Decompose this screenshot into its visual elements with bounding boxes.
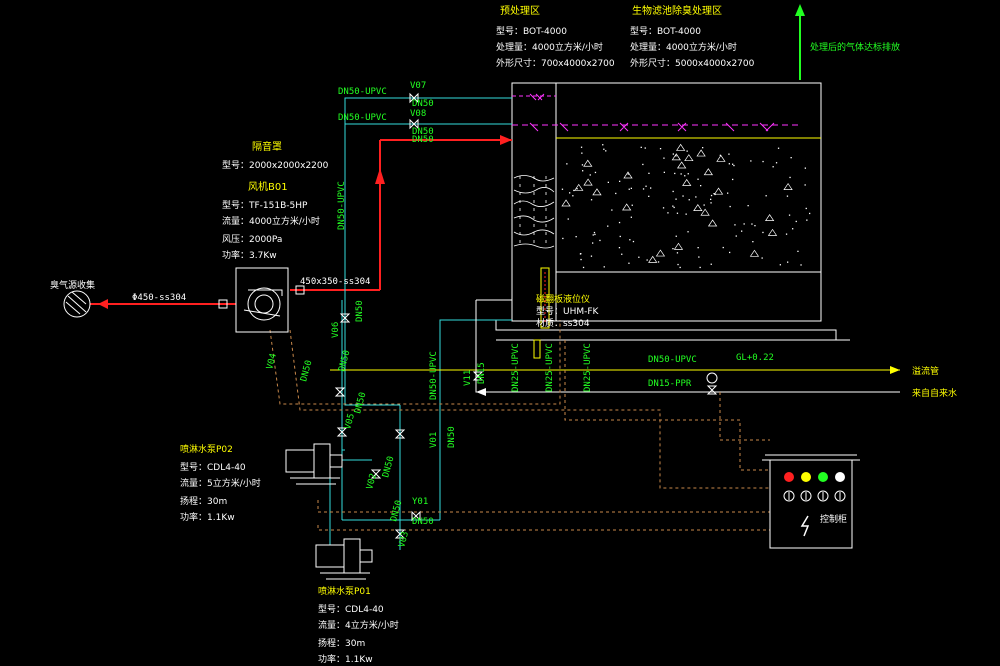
level-gauge-material: 材质：ss304 (536, 317, 590, 329)
level-gauge (533, 267, 550, 359)
pump2-model: 型号：CDL4-40 (180, 462, 246, 473)
pump-p02 (285, 443, 343, 485)
valve-v03-label: V03 (397, 530, 411, 548)
water-pipes (329, 97, 512, 550)
pump-p01 (315, 538, 373, 580)
valve-v04-label: V04 (265, 352, 279, 370)
size-label: DN50 (299, 359, 314, 383)
pump2-title: 喷淋水泵P02 (180, 443, 233, 455)
level-gauge-title: 磁翻板液位仪 (536, 293, 590, 305)
pump1-title: 喷淋水泵P01 (318, 585, 371, 597)
overflow-label: 溢流管 (912, 365, 939, 377)
pipe-label-4: DN50-UPVC (429, 351, 439, 400)
size-label: DN50 (412, 135, 434, 145)
valve-v01-label: V01 (429, 432, 439, 448)
fan-flow: 流量：4000立方米/小时 (222, 215, 320, 227)
fan-b01 (235, 267, 289, 333)
control-cabinet (762, 454, 860, 549)
inlet-label: 臭气源收集 (50, 279, 95, 291)
biofilter-tank (555, 82, 822, 322)
pipe-label-6: DN25-UPVC (545, 343, 555, 392)
odor-source-icon (63, 290, 91, 318)
level-gauge-model: 型号：UHM-FK (536, 306, 600, 317)
indicator-lamp (784, 472, 794, 482)
valve-y01-label: Y01 (412, 497, 428, 507)
control-cabinet-label: 控制柜 (820, 513, 847, 525)
pump1-model: 型号：CDL4-40 (318, 604, 384, 615)
pretreatment-title: 预处理区 (500, 5, 540, 17)
indicator-lamp (801, 472, 811, 482)
pretreatment-capacity: 处理量：4000立方米/小时 (496, 41, 603, 53)
valve-v05-label: V05 (343, 412, 357, 430)
size-label: DN50 (412, 99, 434, 109)
valve-v11-label: V11 (463, 370, 473, 386)
valve-v08-label: V08 (410, 109, 426, 119)
biofilter-capacity: 处理量：4000立方米/小时 (630, 41, 737, 53)
tapwater-label: 来自自来水 (912, 387, 957, 399)
fan-outlet-label: 450x350-ss304 (300, 277, 370, 287)
valve-symbols (334, 92, 718, 539)
size-label: DN15 (477, 362, 487, 384)
lightning-icon (800, 515, 810, 537)
valve-v06-label: V06 (331, 322, 341, 338)
fan-power: 功率：3.7Kw (222, 249, 277, 261)
fan-title: 风机B01 (248, 180, 288, 193)
size-label: DN50 (353, 391, 368, 415)
valve-v07-label: V07 (410, 81, 426, 91)
pipe-label-5: DN25-UPVC (511, 343, 521, 392)
pipe-label-9: DN15-PPR (648, 379, 692, 389)
indicator-lamp (818, 472, 828, 482)
size-label: DN50 (447, 426, 457, 448)
fan-model: 型号：TF-151B-5HP (222, 200, 308, 211)
enclosure-model: 型号：2000x2000x2200 (222, 160, 329, 171)
size-label: DN50 (381, 455, 396, 479)
size-label: DN50 (412, 517, 434, 527)
indicator-lamp (835, 472, 845, 482)
pump1-flow: 流量：4立方米/小时 (318, 619, 399, 631)
tank-base (495, 320, 850, 341)
pipe-label-8: DN50-UPVC (648, 355, 697, 365)
biofilter-title: 生物滤池除臭处理区 (632, 4, 722, 17)
signal-wires (269, 320, 770, 531)
biofilter-size: 外形尺寸：5000x4000x2700 (630, 57, 755, 69)
biofilter-model: 型号：BOT-4000 (630, 26, 701, 37)
pump2-power: 功率：1.1Kw (180, 511, 235, 523)
pipe-label-3: DN50-UPVC (337, 181, 347, 230)
pump1-power: 功率：1.1Kw (318, 653, 373, 665)
exhaust-arrow (795, 4, 805, 80)
pretreatment-model: 型号：BOT-4000 (496, 26, 567, 37)
size-label: DN50 (337, 349, 352, 373)
pretreatment-size: 外形尺寸：700x4000x2700 (496, 57, 615, 69)
pipe-label-2: DN50-UPVC (338, 113, 387, 123)
pump1-head: 扬程：30m (318, 637, 365, 649)
pump2-head: 扬程：30m (180, 495, 227, 507)
drain-lines (330, 299, 900, 396)
size-label: DN50 (355, 300, 365, 322)
size-label: DN50 (412, 127, 434, 137)
valve-v02-label: V02 (365, 472, 379, 490)
pipe-label-7: DN25-UPVC (583, 343, 593, 392)
pump2-flow: 流量：5立方米/小时 (180, 477, 261, 489)
spray-headers (512, 93, 800, 132)
level-value: GL+0.22 (736, 353, 774, 363)
fan-pressure: 风压：2000Pa (222, 234, 282, 245)
pipe-label-1: DN50-UPVC (338, 87, 387, 97)
size-label: DN50 (389, 499, 404, 523)
enclosure-title: 隔音罩 (252, 140, 282, 153)
air-pipes (90, 135, 512, 309)
inlet-pipe-label: Φ450-ss304 (132, 293, 186, 303)
exhaust-label: 处理后的气体达标排放 (810, 41, 900, 53)
